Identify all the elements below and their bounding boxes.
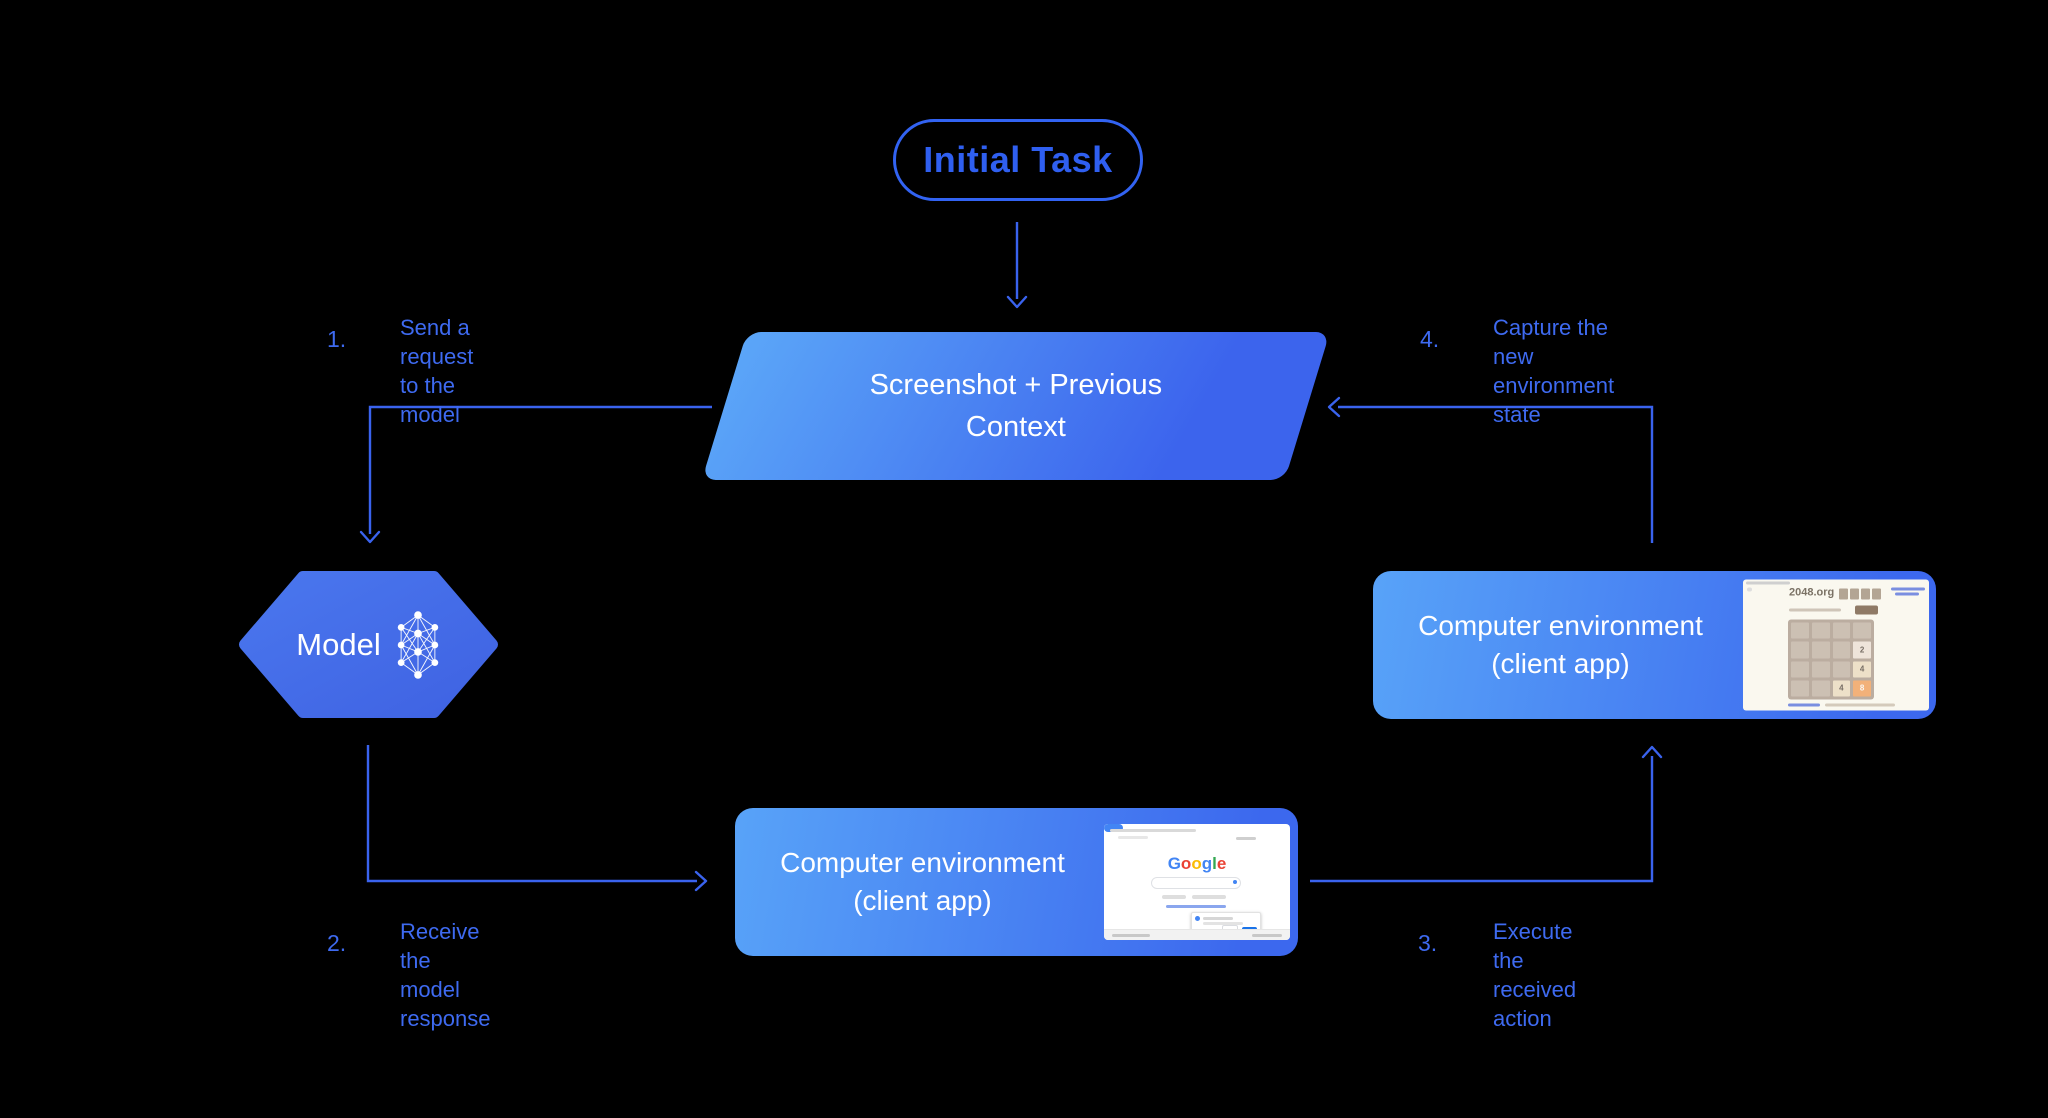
screenshot-context-line2: Context [965, 411, 1066, 443]
env-bottom-line2: (client app) [853, 885, 992, 916]
step-number: 3. [1418, 930, 1438, 956]
new-game-button [1855, 605, 1878, 615]
screenshot-context-line1: Screenshot + Previous [869, 369, 1163, 401]
computer-env-right-node: Computer environment (client app) 2048.o… [1373, 571, 1936, 719]
subtitle-text [1789, 608, 1841, 612]
game-cell [1832, 661, 1851, 678]
game-cell [1791, 622, 1809, 639]
model-node: Model [236, 568, 501, 721]
step-text-line1: Send a request [400, 315, 474, 369]
step-number: 1. [327, 326, 347, 352]
gmail-images-links [1236, 837, 1256, 840]
model-label: Model [296, 626, 381, 662]
game-tile: 4 [1832, 680, 1851, 697]
page-footer [1104, 929, 1290, 940]
arrowhead-down-icon [359, 530, 381, 544]
step-number: 2. [327, 930, 347, 956]
game-cell [1791, 641, 1809, 658]
arrowhead-right-icon [694, 870, 708, 892]
game-cell [1832, 641, 1851, 658]
step-text-line1: Execute the [1493, 919, 1573, 973]
game-title: 2048.org [1789, 586, 1835, 599]
game-cell [1853, 622, 1871, 639]
initial-task-label: Initial Task [923, 139, 1113, 180]
env-right-line2: (client app) [1491, 648, 1630, 679]
feeling-lucky-button [1192, 895, 1226, 899]
arrowhead-down-icon [1006, 295, 1028, 309]
mic-icon [1233, 880, 1237, 884]
game-tile: 4 [1853, 661, 1871, 678]
arrow-env2-to-context [1338, 405, 1654, 543]
step-text-line1: Receive the [400, 919, 480, 973]
google-search-button [1162, 895, 1186, 899]
step-number: 4. [1420, 326, 1440, 352]
screenshot-context-node: Screenshot + Previous Context [701, 332, 1330, 480]
arrowhead-up-icon [1641, 745, 1663, 759]
step-text-line2: received action [1493, 977, 1577, 1031]
browser-toolbar [1110, 829, 1196, 832]
google-g-icon [1195, 916, 1200, 921]
step-text-line2: model response [400, 977, 491, 1031]
initial-task-node: Initial Task [893, 119, 1143, 201]
arrow-model-to-env [366, 745, 697, 883]
browser-toolbar [1746, 581, 1790, 585]
step-text-line2: to the model [400, 373, 460, 427]
arrow-context-to-model [368, 405, 712, 534]
bookmarks-bar [1118, 836, 1148, 839]
arrowhead-left-icon [1327, 396, 1341, 418]
env-bottom-line1: Computer environment [780, 847, 1065, 878]
score-boxes [1839, 588, 1881, 600]
sign-in-button [1104, 824, 1123, 832]
game-cell [1832, 622, 1851, 639]
game-cell [1811, 661, 1830, 678]
arrow-env-to-env2 [1310, 756, 1654, 883]
neural-network-icon [397, 610, 438, 679]
footer-link [1788, 703, 1820, 707]
game-cell [1811, 641, 1830, 658]
game-tile: 2 [1853, 641, 1871, 658]
search-input [1151, 877, 1241, 889]
top-links [1891, 587, 1925, 590]
hexagon-shape [239, 571, 498, 718]
google-logo: Google [1167, 854, 1227, 873]
game-tile: 8 [1853, 680, 1871, 697]
step-text-line2: environment state [1493, 373, 1615, 427]
google-page-thumbnail: Google [1104, 824, 1290, 940]
game-cell [1811, 622, 1830, 639]
game-cell [1791, 661, 1809, 678]
computer-env-bottom-node: Computer environment (client app) Google [735, 808, 1298, 956]
game-cell [1791, 680, 1809, 697]
game-cell [1811, 680, 1830, 697]
language-links [1166, 905, 1226, 908]
step-text-line1: Capture the new [1493, 315, 1608, 369]
env-right-line1: Computer environment [1418, 610, 1703, 641]
